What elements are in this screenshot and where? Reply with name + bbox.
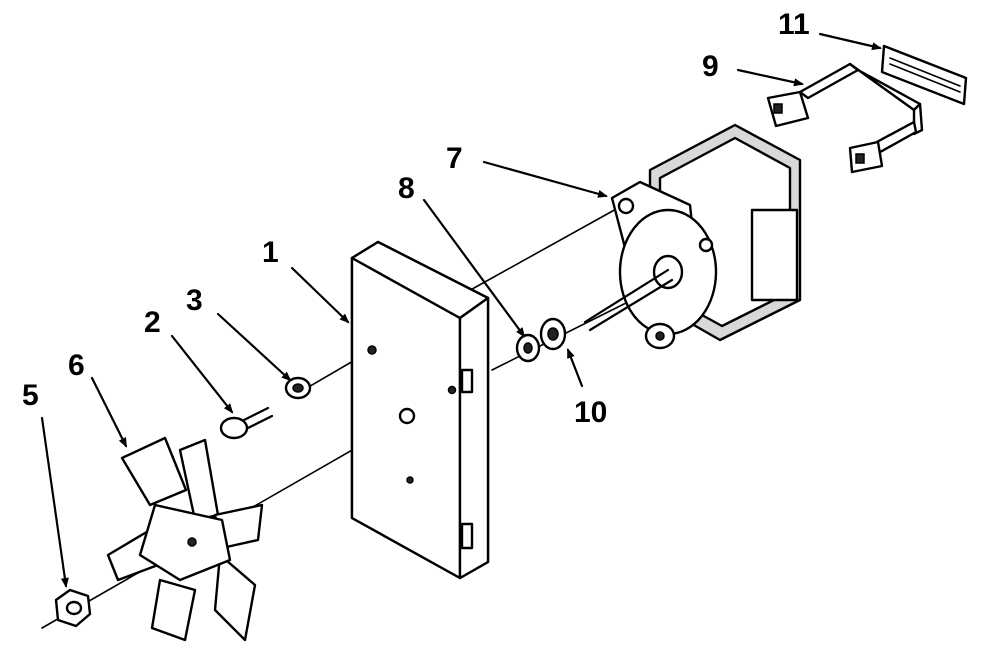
lock-washer-part [515, 333, 541, 363]
motor-part [583, 123, 802, 350]
spacer-part [539, 317, 567, 351]
callout-5: 5 [22, 379, 39, 412]
nut-part [54, 588, 92, 628]
washer-part [284, 376, 312, 400]
callout-9: 9 [702, 50, 719, 83]
callout-1: 1 [262, 236, 279, 269]
callout-2: 2 [144, 306, 161, 339]
leader-arrows [40, 32, 882, 588]
bracket-part [766, 62, 924, 174]
callout-8: 8 [398, 172, 415, 205]
callout-11: 11 [778, 8, 810, 41]
fan-blade-part [106, 436, 264, 642]
callout-10: 10 [574, 396, 607, 429]
callout-3: 3 [186, 284, 203, 317]
callout-6: 6 [68, 349, 85, 382]
callout-7: 7 [446, 142, 463, 175]
mounting-plate-part [350, 240, 490, 580]
callout-labels: 1 2 3 5 6 7 8 9 10 11 [22, 8, 810, 429]
screw-part [219, 406, 274, 440]
label-strip-part [880, 44, 968, 106]
